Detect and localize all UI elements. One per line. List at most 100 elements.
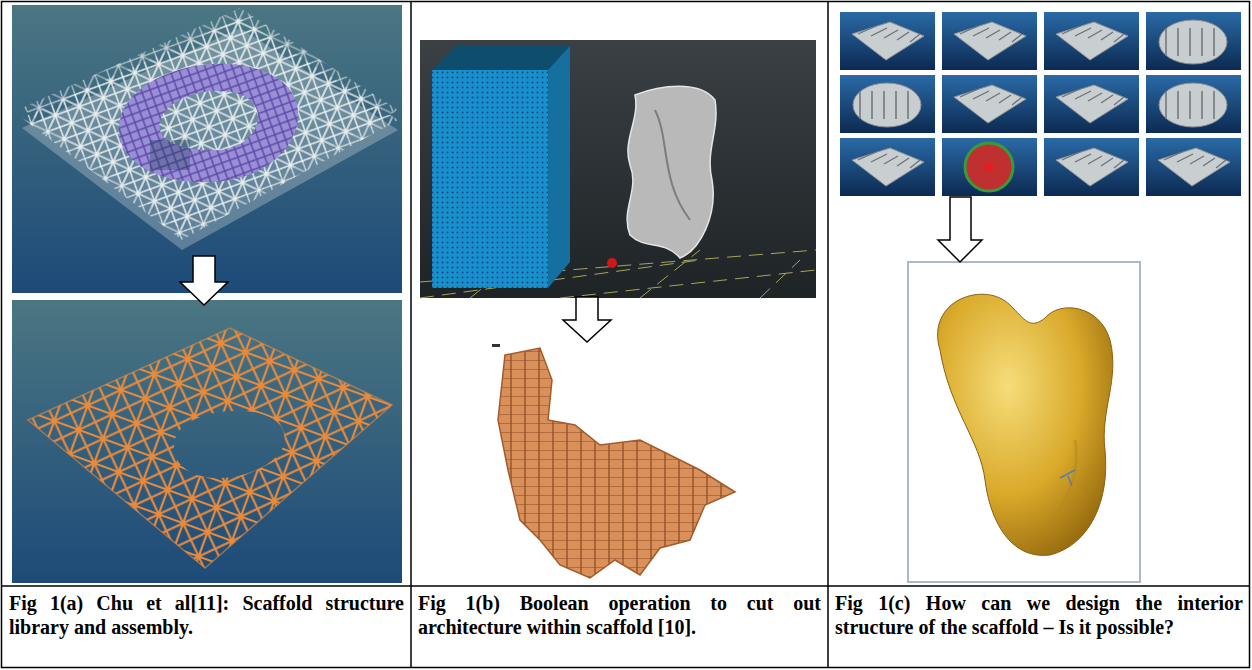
- structure-thumbnails-line: [1189, 28, 1191, 56]
- structure-thumbnails-line: [1203, 158, 1215, 166]
- structure-thumbnails-line: [897, 158, 909, 166]
- structure-thumbnails-line: [1177, 91, 1179, 119]
- caption-cell: Fig 1(a) Chu et al[11]: Scaffold structu…: [5, 589, 408, 641]
- structure-thumbnails-line: [1012, 97, 1022, 105]
- structure-thumbnails-rect: [942, 138, 1037, 196]
- caption-cell: Fig 1(c) How can we design the interior …: [831, 589, 1247, 641]
- boolean-scene-path: [627, 86, 716, 258]
- structure-thumbnails-rect: [1044, 75, 1139, 133]
- structure-thumbnails-line: [1075, 91, 1091, 99]
- structure-thumbnails-rect: [942, 12, 1037, 70]
- boolean-scene-polygon: [548, 46, 570, 288]
- structure-thumbnails-line: [1177, 28, 1179, 56]
- structure-thumbnails-line: [895, 91, 897, 119]
- structure-thumbnails-line: [973, 91, 989, 99]
- structure-thumbnails-line: [999, 32, 1011, 40]
- caption-cell: Fig 1(b) Boolean operation to cut out ar…: [414, 589, 825, 641]
- lattice-image-bottom-path: [28, 328, 392, 568]
- structure-thumbnails-rect: [1044, 12, 1139, 70]
- structure-thumbnails-line: [871, 91, 873, 119]
- structure-thumbnails-rect: [840, 12, 935, 70]
- boolean-scene-polygon: [432, 70, 548, 288]
- structure-thumbnails-rect: [1044, 138, 1139, 196]
- lattice-image-bottom-rect: [12, 300, 402, 583]
- structure-thumbnails-line: [999, 95, 1011, 103]
- structure-thumbnails-rect: [1146, 138, 1241, 196]
- structure-thumbnails-circle: [965, 143, 1013, 191]
- structure-thumbnails-polygon: [1158, 148, 1230, 186]
- cut-scaffold-image: [492, 344, 735, 578]
- bone-model: [908, 262, 1140, 582]
- structure-thumbnails-line: [1075, 28, 1091, 36]
- structure-thumbnails-line: [897, 32, 909, 40]
- structure-thumbnails-line: [1114, 34, 1124, 42]
- structure-thumbnails-rect: [942, 75, 1037, 133]
- structure-thumbnails-line: [883, 91, 885, 119]
- structure-thumbnails-line: [1165, 28, 1167, 56]
- figure-caption: Fig 1(c) How can we design the interior …: [835, 591, 1243, 639]
- structure-thumbnails-line: [871, 154, 887, 162]
- down-arrow: [938, 197, 982, 262]
- structure-thumbnails-line: [1165, 91, 1167, 119]
- structure-thumbnails-polygon: [1056, 22, 1128, 60]
- boolean-scene: [420, 40, 816, 298]
- structure-thumbnails-line: [1062, 152, 1080, 160]
- structure-thumbnails-line: [1114, 160, 1124, 168]
- structure-thumbnails-line: [986, 30, 1000, 38]
- structure-thumbnails-line: [1216, 160, 1226, 168]
- figure-caption: Fig 1(a) Chu et al[11]: Scaffold structu…: [9, 591, 404, 639]
- lattice-image-top: [12, 5, 402, 293]
- structure-thumbnails-line: [1062, 89, 1080, 97]
- structure-thumbnails-ellipse: [853, 83, 921, 127]
- structure-thumbnails-circle: [984, 162, 994, 172]
- structure-thumbnails-line: [1088, 93, 1102, 101]
- structure-thumbnails-line: [1012, 34, 1022, 42]
- structure-thumbnails-line: [986, 93, 1000, 101]
- lattice-image-top-rect: [12, 5, 402, 293]
- structure-thumbnails-line: [960, 26, 978, 34]
- structure-thumbnails-line: [1164, 152, 1182, 160]
- structure-thumbnails-line: [1213, 91, 1215, 119]
- structure-thumbnails-line: [1088, 156, 1102, 164]
- lattice-image-bottom-path: [28, 328, 392, 568]
- boolean-scene-polygon: [432, 46, 570, 70]
- lattice-image-bottom: [12, 300, 402, 583]
- table-grid-line: [2, 585, 1250, 587]
- structure-thumbnails-line: [1177, 154, 1193, 162]
- table-grid-line: [827, 2, 829, 668]
- structure-thumbnails-line: [1101, 158, 1113, 166]
- structure-thumbnails-line: [884, 156, 898, 164]
- structure-thumbnails-line: [907, 91, 909, 119]
- bone-model-path: [1050, 440, 1076, 520]
- structure-thumbnails: [840, 12, 1241, 196]
- structure-thumbnails-polygon: [954, 22, 1026, 60]
- structure-thumbnails-line: [1088, 30, 1102, 38]
- structure-thumbnails-line: [1213, 28, 1215, 56]
- structure-thumbnails-rect: [840, 75, 935, 133]
- structure-thumbnails-rect: [1146, 12, 1241, 70]
- structure-thumbnails-line: [1190, 156, 1204, 164]
- structure-thumbnails-rect: [1146, 75, 1241, 133]
- structure-thumbnails-line: [960, 89, 978, 97]
- structure-thumbnails-line: [1101, 32, 1113, 40]
- structure-thumbnails-polygon: [852, 22, 924, 60]
- structure-thumbnails-polygon: [1056, 85, 1128, 123]
- structure-thumbnails-line: [858, 152, 876, 160]
- structure-thumbnails-polygon: [852, 148, 924, 186]
- structure-thumbnails-line: [973, 28, 989, 36]
- bone-model-path: [1060, 470, 1075, 486]
- structure-thumbnails-ellipse: [1159, 20, 1227, 64]
- table-grid-line: [410, 2, 412, 668]
- cut-scaffold-image-rect: [492, 344, 500, 347]
- boolean-scene-rect: [420, 40, 816, 298]
- structure-thumbnails-line: [859, 91, 861, 119]
- structure-thumbnails-line: [1189, 91, 1191, 119]
- bone-model-path: [938, 294, 1113, 555]
- cut-scaffold-image-path: [498, 348, 735, 578]
- structure-thumbnails-rect: [840, 138, 935, 196]
- structure-thumbnails-ellipse: [1159, 83, 1227, 127]
- structure-thumbnails-line: [884, 30, 898, 38]
- figure-caption: Fig 1(b) Boolean operation to cut out ar…: [418, 591, 821, 639]
